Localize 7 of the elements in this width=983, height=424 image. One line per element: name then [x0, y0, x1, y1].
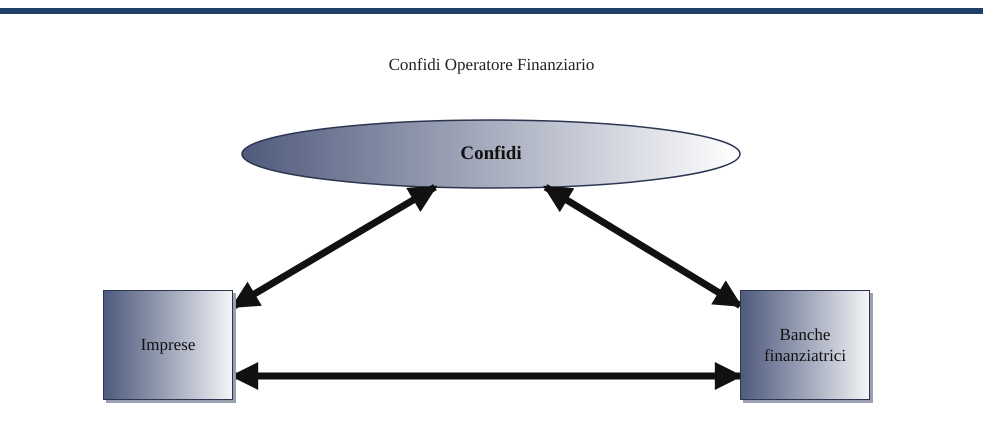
node-label: Imprese	[140, 334, 196, 356]
entity-box	[103, 290, 233, 400]
double-arrow	[543, 184, 742, 308]
entity-box	[740, 290, 870, 400]
node-label: Banche finanziatrici	[762, 324, 848, 366]
diagram-title: Confidi Operatore Finanziario	[388, 54, 596, 76]
node-label: Confidi	[459, 142, 523, 166]
